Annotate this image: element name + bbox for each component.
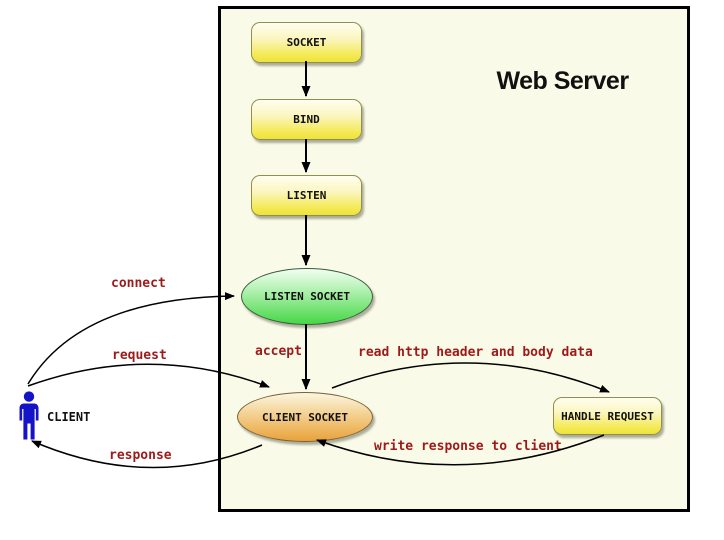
node-socket-label: SOCKET: [286, 36, 327, 49]
node-handle-request-label: HANDLE REQUEST: [561, 409, 654, 423]
node-client-socket-label: CLIENT SOCKET: [261, 410, 349, 424]
node-bind: BIND: [251, 99, 362, 140]
client-person-icon: [15, 391, 43, 441]
edge-label-read-http: read http header and body data: [358, 345, 593, 360]
node-listen-socket-label: LISTEN SOCKET: [263, 290, 351, 303]
arrow-connect: [27, 292, 235, 385]
edge-label-request: request: [112, 348, 167, 363]
node-listen: LISTEN: [251, 175, 362, 216]
node-bind-label: BIND: [293, 113, 320, 126]
node-listen-socket: LISTEN SOCKET: [241, 268, 373, 325]
edge-label-write-response: write response to client: [374, 439, 562, 454]
edge-label-response: response: [109, 448, 172, 463]
node-socket: SOCKET: [251, 22, 362, 63]
node-handle-request: HANDLE REQUEST: [553, 397, 662, 435]
edge-label-connect: connect: [111, 276, 166, 291]
node-listen-label: LISTEN: [286, 189, 327, 202]
edge-label-accept: accept: [255, 344, 302, 359]
client-label: CLIENT: [47, 410, 91, 424]
node-client-socket: CLIENT SOCKET: [237, 392, 373, 442]
server-title: Web Server: [496, 67, 629, 95]
